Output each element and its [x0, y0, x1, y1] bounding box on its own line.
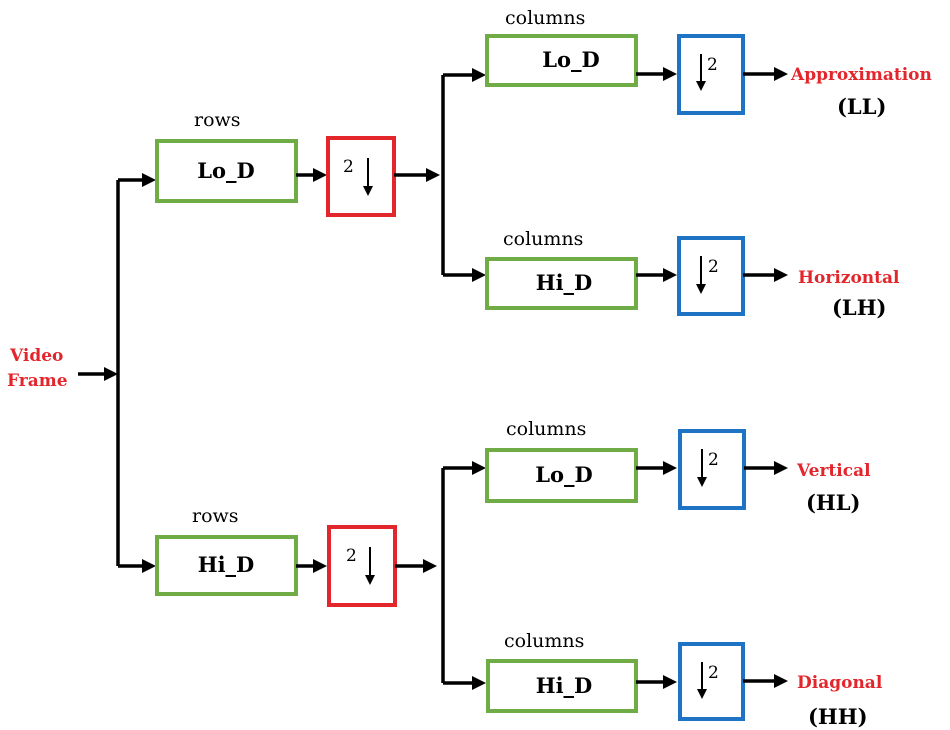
arrow-ll-filter-to-downsampler-head	[663, 67, 677, 81]
columns-label-ll: columns	[505, 7, 585, 29]
column-downsampler-lh	[677, 236, 745, 316]
row-filter-lo-d	[155, 139, 298, 203]
arrow-lo-d-to-downsampler-head	[313, 168, 327, 182]
arrow-downsampler-to-split-lower-head	[423, 559, 437, 573]
split-arrow-lh-head	[472, 268, 486, 282]
column-downsampler-ll-factor: 2	[707, 55, 718, 75]
column-filter-ll	[485, 34, 638, 87]
input-label-line1: Video	[9, 346, 63, 366]
columns-label-lh: columns	[503, 228, 583, 250]
output-label-approximation: Approximation	[790, 65, 932, 85]
down-arrow-icon-head	[696, 284, 706, 294]
rows-label-lower: rows	[192, 505, 239, 527]
down-arrow-icon-head	[363, 186, 373, 196]
arrow-downsampler-to-split-upper-head	[426, 168, 440, 182]
arrow-lh-filter-to-downsampler-head	[663, 268, 677, 282]
down-arrow-icon-head	[697, 689, 707, 699]
row-downsampler-lower	[327, 525, 397, 607]
column-filter-lh-label: Hi_D	[536, 270, 593, 295]
row-filter-hi-d	[155, 535, 298, 596]
output-code-ll: (LL)	[837, 94, 886, 119]
arrow-hi-d-to-downsampler-head	[313, 559, 327, 573]
down-arrow-icon-head	[696, 81, 706, 91]
row-filter-lo-d-label: Lo_D	[197, 158, 254, 183]
split-arrow-hl-head	[472, 461, 486, 475]
row-downsampler-upper	[326, 136, 396, 217]
arrow-ll-output-head	[774, 67, 788, 81]
split-arrow-ll-head	[472, 68, 486, 82]
branch-arrow-upper-head	[142, 173, 156, 187]
output-label-vertical: Vertical	[796, 461, 871, 481]
column-filter-hl-label: Lo_D	[535, 462, 592, 487]
column-downsampler-hl	[678, 429, 746, 510]
column-downsampler-hl-factor: 2	[708, 450, 719, 470]
input-arrow-head	[104, 367, 118, 381]
arrow-hh-output-head	[774, 674, 788, 688]
column-downsampler-hh	[678, 642, 745, 721]
arrow-hl-output-head	[774, 461, 788, 475]
column-filter-hh-label: Hi_D	[536, 673, 593, 698]
arrow-hl-filter-to-downsampler-head	[663, 461, 677, 475]
columns-label-hl: columns	[506, 418, 586, 440]
arrow-hh-filter-to-downsampler-head	[663, 675, 677, 689]
branch-arrow-lower-head	[142, 559, 156, 573]
output-code-hl: (HL)	[806, 490, 860, 515]
split-arrow-hh-head	[472, 676, 486, 690]
column-filter-lh	[485, 257, 638, 310]
column-filter-hh	[486, 659, 638, 713]
columns-label-hh: columns	[504, 630, 584, 652]
row-downsampler-lower-factor: 2	[346, 546, 357, 566]
column-filter-ll-label: Lo_D	[542, 47, 599, 72]
rows-label-upper: rows	[194, 109, 241, 131]
output-code-lh: (LH)	[832, 295, 886, 320]
column-downsampler-lh-factor: 2	[708, 257, 719, 277]
row-filter-hi-d-label: Hi_D	[198, 552, 255, 577]
column-downsampler-hh-factor: 2	[708, 663, 719, 683]
row-downsampler-upper-factor: 2	[343, 157, 354, 177]
output-label-diagonal: Diagonal	[797, 673, 883, 693]
column-filter-hl	[485, 448, 638, 503]
down-arrow-icon-head	[365, 575, 375, 585]
output-label-horizontal: Horizontal	[798, 268, 900, 288]
arrow-lh-output-head	[774, 268, 788, 282]
down-arrow-icon-head	[697, 477, 707, 487]
input-label-line2: Frame	[7, 371, 68, 391]
output-code-hh: (HH)	[808, 704, 868, 729]
